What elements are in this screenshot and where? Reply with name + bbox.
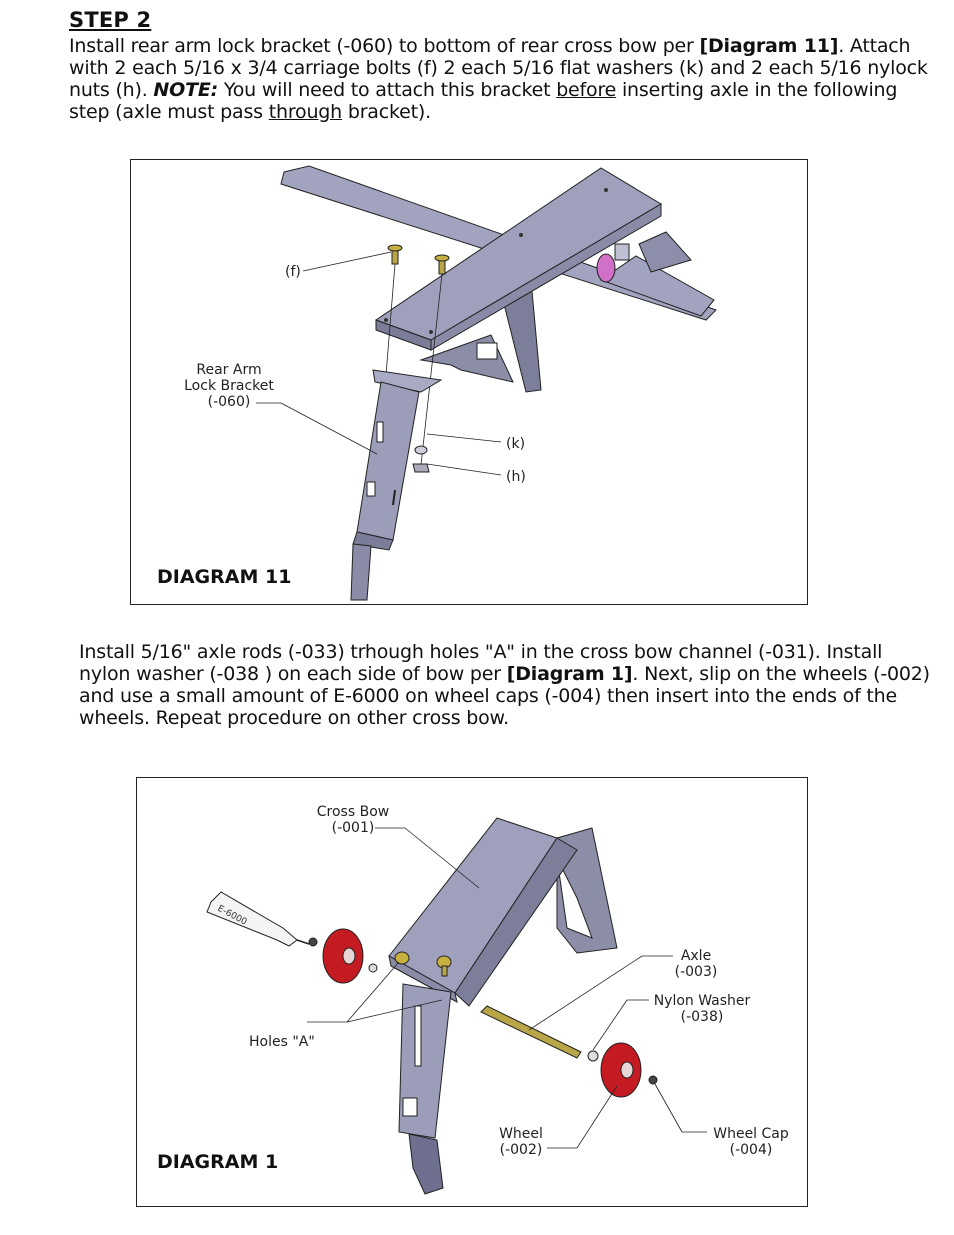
- instructions-text: Install rear arm lock bracket (-060) to …: [69, 35, 700, 57]
- label-washer-line-2: (-038): [681, 1009, 724, 1025]
- diagram-1-drawing: E-6000 Cross Bow (-001) Axle (-003) Nylo…: [157, 804, 789, 1195]
- label-f: (f): [285, 264, 301, 280]
- label-h: (h): [506, 469, 526, 485]
- instructions-text: bracket).: [342, 101, 431, 123]
- label-crossbow-line-1: Cross Bow: [317, 804, 389, 820]
- label-washer-line-1: Nylon Washer: [654, 993, 751, 1009]
- label-wheel-cap-line-1: Wheel Cap: [713, 1126, 789, 1142]
- diagram-11-reference: [Diagram 11]: [699, 35, 839, 57]
- diagram-1-reference: [Diagram 1]: [506, 663, 633, 685]
- emphasis-through: through: [268, 101, 342, 123]
- label-wheel-cap-line-2: (-004): [730, 1142, 773, 1158]
- instructions-text: You will need to attach this bracket: [218, 79, 557, 101]
- note-label: NOTE:: [153, 79, 219, 101]
- label-wheel-line-2: (-002): [500, 1142, 543, 1158]
- diagram-1-title: DIAGRAM 1: [157, 1151, 278, 1173]
- diagram-11-drawing: (f) Rear Arm Lock Bracket (-060) (k) (h)…: [157, 165, 717, 601]
- axle-instructions: Install 5/16" axle rods (-033) trhough h…: [79, 641, 939, 729]
- label-wheel-line-1: Wheel: [499, 1126, 543, 1142]
- label-axle-line-2: (-003): [675, 964, 718, 980]
- step-instructions: Install rear arm lock bracket (-060) to …: [69, 35, 929, 123]
- label-bracket-line-3: (-060): [208, 394, 251, 410]
- diagram-1: E-6000 Cross Bow (-001) Axle (-003) Nylo…: [136, 777, 808, 1207]
- instructions-text: Install 5/16" axle rods (-033) trhough h…: [79, 641, 883, 685]
- step-title: STEP 2: [69, 8, 152, 32]
- diagram-11: (f) Rear Arm Lock Bracket (-060) (k) (h)…: [130, 159, 808, 605]
- instructions-text: . Attach with 2 each 5/16 x 3/4 carriage…: [69, 35, 928, 101]
- diagram-11-title: DIAGRAM 11: [157, 566, 291, 588]
- instructions-text: . Next, slip on the wheels (-002) and us…: [79, 663, 930, 729]
- label-holes-a: Holes "A": [249, 1034, 315, 1050]
- label-bracket-line-1: Rear Arm: [196, 362, 261, 378]
- label-axle-line-1: Axle: [681, 948, 711, 964]
- label-crossbow-line-2: (-001): [332, 820, 375, 836]
- label-k: (k): [506, 436, 525, 452]
- label-bracket-line-2: Lock Bracket: [184, 378, 274, 394]
- emphasis-before: before: [556, 79, 617, 101]
- instructions-text: inserting axle in the following step (ax…: [69, 79, 898, 123]
